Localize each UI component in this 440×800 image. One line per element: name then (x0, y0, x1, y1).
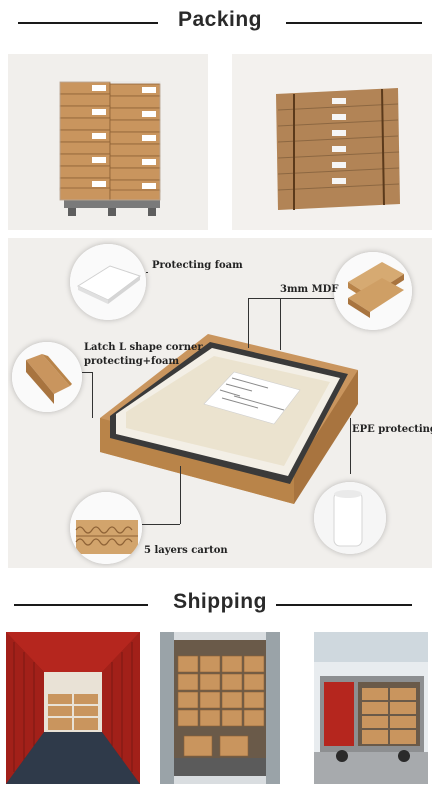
packing-title: Packing (177, 8, 263, 31)
mdf-board-icon (334, 252, 412, 330)
label-epe-protecting: EPE protecting (352, 424, 432, 435)
pallet-cartons-photo (8, 54, 208, 230)
carton-callout-v (180, 466, 181, 524)
corner-callout-v (92, 372, 93, 418)
packing-diagram: Protecting foam 3mm MDF Latch L shape co… (8, 238, 432, 568)
mdf-detail-circle (334, 252, 412, 330)
epe-detail-circle (314, 482, 386, 554)
foam-callout (146, 272, 148, 273)
truck-container-image (314, 632, 428, 784)
carton-detail-circle (70, 492, 142, 564)
mdf-callout-h (248, 298, 334, 299)
mdf-callout-v (248, 298, 249, 348)
heading-rule-left (18, 22, 158, 24)
epe-roll-icon (314, 482, 386, 554)
shipping-heading: Shipping (0, 584, 440, 624)
packing-heading: Packing (0, 2, 440, 42)
mdf-callout-v2 (280, 298, 281, 350)
pallet-cartons-image (8, 54, 208, 230)
shipping-title: Shipping (173, 590, 267, 613)
red-container-photo (6, 632, 140, 784)
label-corner-line2: protecting+foam (84, 356, 180, 367)
label-protecting-foam: Protecting foam (152, 260, 243, 271)
label-5-layers-carton: 5 layers carton (144, 545, 228, 556)
heading-rule-right (286, 22, 422, 24)
heading-rule-right (276, 604, 412, 606)
corner-callout-h (82, 372, 92, 373)
corner-protector-icon (12, 342, 82, 412)
corner-detail-circle (12, 342, 82, 412)
packing-box-illustration (100, 334, 358, 504)
wrapped-cartons-image (232, 54, 432, 230)
label-3mm-mdf: 3mm MDF (280, 284, 339, 295)
carton-callout-h (142, 524, 180, 525)
foam-sheet-icon (70, 244, 146, 320)
foam-detail-circle (70, 244, 146, 320)
epe-callout (350, 418, 351, 474)
wrapped-cartons-photo (232, 54, 432, 230)
label-corner-line1: Latch L shape corner (84, 342, 203, 353)
corrugated-carton-icon (70, 492, 142, 564)
red-container-image (6, 632, 140, 784)
loaded-container-photo (160, 632, 280, 784)
loaded-container-image (160, 632, 280, 784)
heading-rule-left (14, 604, 148, 606)
truck-container-photo (314, 632, 428, 784)
